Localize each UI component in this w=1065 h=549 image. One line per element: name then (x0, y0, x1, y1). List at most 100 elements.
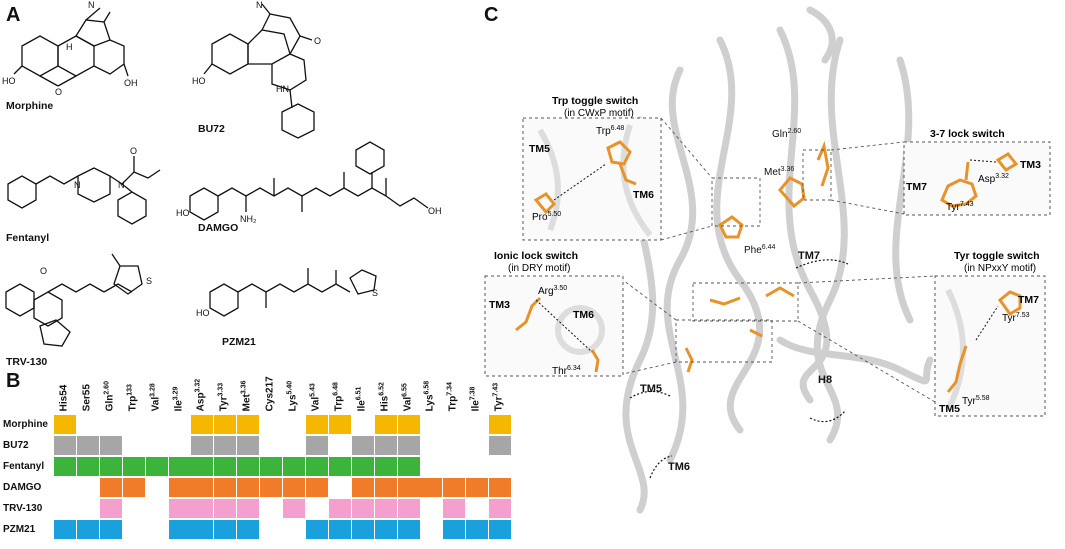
callout-tyr-subtitle: (in NPxxY motif) (964, 263, 1036, 274)
residue-number: 6.51 (355, 386, 363, 400)
heatmap-row-label: PZM21 (3, 524, 36, 535)
callout-tyr558-residue: Tyr5.58 (962, 395, 990, 407)
heatmap-cell (374, 499, 397, 518)
residue-name: His54 (59, 384, 70, 411)
panel-label-b: B (6, 370, 21, 392)
residue-header: Ser55 (77, 367, 100, 413)
heatmap-cell (305, 520, 328, 539)
panel-label-c: C (484, 4, 499, 26)
structure-label-met: Met3.36 (764, 166, 794, 178)
heatmap-cell (305, 415, 328, 434)
residue-header-text: Met3.36 (241, 380, 253, 411)
callout-tyr-toggle: Tyr toggle switch (in NPxxY motif) TM7 T… (934, 250, 1046, 417)
morphine-ho-label: HO (2, 76, 16, 86)
heatmap-cell (214, 415, 237, 434)
callout-lock-title: 3-7 lock switch (930, 128, 1005, 140)
morphine-structure (13, 7, 129, 87)
residue-number: 6.52 (378, 381, 386, 396)
heatmap-cell (76, 457, 99, 476)
callout-pro-residue: Pro5.50 (532, 211, 561, 223)
heatmap-cell (54, 436, 76, 455)
residue-number: 7.38 (469, 386, 477, 400)
residue-number: 3.33 (217, 382, 225, 397)
damgo-oh-label: OH (428, 206, 442, 216)
bu72-ho-label: HO (192, 76, 206, 86)
heatmap-cell (76, 520, 99, 539)
heatmap-cell (168, 478, 191, 497)
residue-name: Trp (448, 395, 460, 411)
heatmap-cell (283, 457, 305, 476)
residue-header: Lys6.58 (420, 367, 443, 413)
residue-header-text: Val6.55 (401, 383, 413, 411)
fentanyl-n-label: N (118, 180, 125, 190)
heatmap-cell (260, 478, 283, 497)
heatmap-cell (328, 520, 351, 539)
callout-ionic-lock: Ionic lock switch (in DRY motif) TM3 TM6… (484, 250, 624, 377)
residue-header: His6.52 (375, 367, 398, 413)
heatmap-cell (237, 436, 260, 455)
pzm21-s-label: S (372, 288, 378, 298)
residue-name: Asp (196, 392, 208, 411)
heatmap-cell (420, 478, 443, 497)
heatmap-cell (145, 457, 168, 476)
residue-header: Val6.55 (398, 367, 421, 413)
residue-name: Val (150, 396, 162, 411)
pzm21-structure (209, 268, 377, 317)
residue-header-text: His54 (58, 384, 70, 411)
residue-name: Trp (127, 395, 139, 411)
heatmap-cell (237, 415, 260, 434)
trv130-s-label: S (146, 276, 152, 286)
heatmap-cell (443, 499, 466, 518)
heatmap-cell (328, 457, 351, 476)
heatmap-cell (99, 499, 122, 518)
heatmap-cell (397, 457, 420, 476)
callout-ionic-tm3: TM3 (489, 299, 510, 311)
heatmap-cell (99, 520, 122, 539)
callout-ionic-tm6: TM6 (573, 309, 594, 321)
panel-label-a: A (6, 4, 21, 26)
residue-number: 3.36 (240, 380, 248, 394)
heatmap-cell (489, 436, 512, 455)
bu72-label: BU72 (198, 123, 225, 135)
residue-number: 6.55 (401, 382, 409, 397)
structure-label-tm6: TM6 (668, 461, 690, 473)
heatmap-cell (168, 499, 191, 518)
residue-header: His54 (54, 367, 77, 413)
bu72-n-label: N (256, 0, 263, 10)
trv130-label: TRV-130 (6, 356, 48, 368)
morphine-n-label: N (88, 0, 95, 10)
heatmap-cell (305, 457, 328, 476)
structure-label-tm7: TM7 (798, 250, 820, 262)
heatmap-cell (489, 415, 512, 434)
residue-header: Gln2.60 (100, 367, 123, 413)
heatmap-cell (191, 520, 214, 539)
heatmap-cell (305, 478, 328, 497)
callout-connectors (622, 117, 936, 403)
heatmap-cell (168, 457, 191, 476)
heatmap-cell (374, 457, 397, 476)
residue-header: Trp133 (123, 367, 146, 413)
residue-name: Lys (288, 394, 299, 411)
callout-thr-residue: Thr6.34 (552, 365, 581, 377)
residue-header-text: Lys6.58 (424, 381, 436, 412)
heatmap-cell (466, 520, 489, 539)
heatmap-cell (99, 436, 122, 455)
residue-number: 6.48 (332, 381, 340, 396)
heatmap-cell (54, 520, 76, 539)
heatmap-cell (397, 415, 420, 434)
callout-trp-tm6: TM6 (633, 189, 654, 201)
heatmap-cell (214, 499, 237, 518)
heatmap-cell (191, 457, 214, 476)
bu72-structure (203, 3, 315, 139)
residue-header-text: His6.52 (378, 382, 390, 411)
callout-tyr743-residue: Tyr7.43 (946, 201, 974, 213)
residue-name: Ile (356, 399, 368, 411)
heatmap-cell (54, 457, 76, 476)
receptor-ribbon (622, 6, 934, 514)
residue-header-text: Ser55 (81, 384, 93, 411)
residue-header: Ile3.29 (169, 367, 192, 413)
residue-header: Trp7.34 (443, 367, 466, 413)
heatmap-cell (489, 520, 512, 539)
residue-header: Asp3.32 (191, 367, 214, 413)
residue-header-text: Trp6.48 (332, 382, 344, 411)
